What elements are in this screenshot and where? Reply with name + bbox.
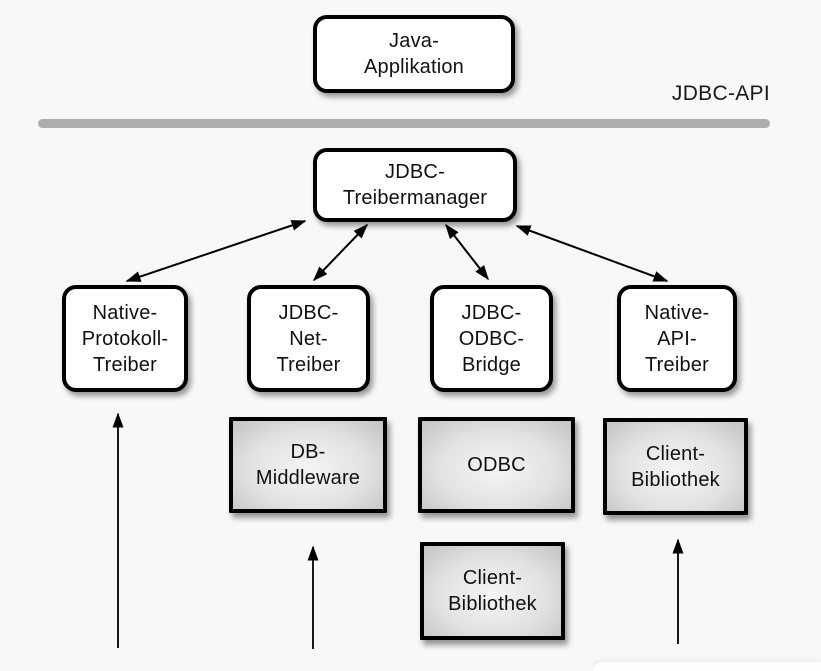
node-label-line: Client-	[462, 567, 523, 589]
arrow-treibermanager-native-api	[515, 225, 669, 282]
node-client-bibliothek-mitte: Client- Bibliothek	[420, 542, 565, 640]
node-native-api-treiber: Native- API- Treiber	[617, 285, 737, 392]
node-label-line: ODBC	[467, 454, 526, 476]
node-label-line: ODBC-	[458, 327, 525, 350]
node-label-line: Bridge	[461, 353, 521, 376]
arrow-treibermanager-native-protokoll	[125, 220, 307, 282]
arrow-treibermanager-jdbc-odbc	[445, 223, 489, 281]
node-label-line: Protokoll-	[81, 327, 169, 350]
node-native-protokoll-treiber: Native- Protokoll- Treiber	[62, 285, 188, 392]
node-label-line: Treiber	[92, 353, 157, 376]
node-label-line: JDBC-	[385, 161, 445, 183]
node-odbc: ODBC	[418, 417, 575, 513]
arrow-treibermanager-jdbc-net	[312, 223, 369, 282]
node-label-line: Client-	[645, 442, 706, 465]
node-label-line: Treiber	[276, 353, 341, 376]
node-label-line: JDBC-	[461, 301, 522, 324]
node-label-line: API-	[657, 327, 697, 350]
node-jdbc-net-treiber: JDBC- Net- Treiber	[247, 285, 370, 392]
node-label-line: Applikation	[363, 56, 465, 78]
node-label-line: Net-	[289, 327, 328, 350]
node-label-line: Middleware	[255, 467, 361, 489]
node-jdbc-odbc-bridge: JDBC- ODBC- Bridge	[430, 285, 553, 392]
node-label-line: Bibliothek	[631, 468, 720, 491]
node-client-bibliothek-rechts: Client- Bibliothek	[603, 418, 748, 515]
node-label-line: Treibermanager	[342, 187, 488, 209]
node-jdbc-treibermanager: JDBC- Treibermanager	[313, 148, 517, 222]
jdbc-api-label: JDBC-API	[671, 82, 770, 105]
jdbc-api-divider-bar	[38, 119, 770, 128]
node-label-line: JDBC-	[278, 301, 339, 324]
node-label-line: Java-	[389, 30, 439, 52]
partial-box-bottom-right	[593, 662, 821, 671]
node-db-middleware: DB- Middleware	[229, 417, 387, 513]
node-label-line: Native-	[92, 301, 158, 324]
node-java-application: Java- Applikation	[313, 15, 515, 93]
node-label-line: Bibliothek	[448, 593, 537, 615]
node-label-line: Treiber	[644, 353, 709, 376]
node-label-line: Native-	[644, 301, 710, 324]
node-label-line: DB-	[290, 441, 326, 463]
